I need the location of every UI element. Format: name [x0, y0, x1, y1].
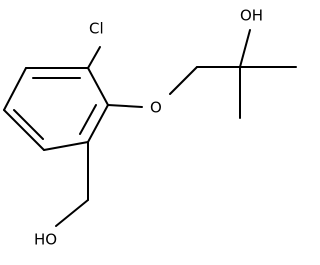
ring-double-bond-c4-c5	[13, 109, 44, 140]
ring-bond-c3-c4	[43, 141, 89, 151]
benzylic-hydroxyl-label: HO	[34, 231, 57, 249]
tertiary-hydroxyl-label: OH	[240, 7, 263, 25]
chlorine-label: Cl	[89, 20, 104, 38]
molecule-structure: Cl O OH HO	[3, 7, 297, 249]
ring-double-bond-c2-c3	[79, 104, 97, 135]
ether-oxygen-label: O	[150, 99, 162, 117]
ring-bond-c5-c6	[3, 67, 27, 111]
ring-bond-c4-c5	[3, 109, 45, 151]
bond-cq-oh	[239, 29, 251, 68]
bond-o-ch2	[169, 66, 198, 95]
ring-bond-c2-c3	[87, 104, 109, 143]
ring-bond-c1-c2	[87, 67, 109, 106]
bond-c1-cl	[87, 46, 101, 69]
bond-ch2-ho	[55, 199, 89, 227]
structure-canvas: Cl O OH HO	[3, 6, 297, 249]
bond-c2-o	[107, 104, 143, 108]
